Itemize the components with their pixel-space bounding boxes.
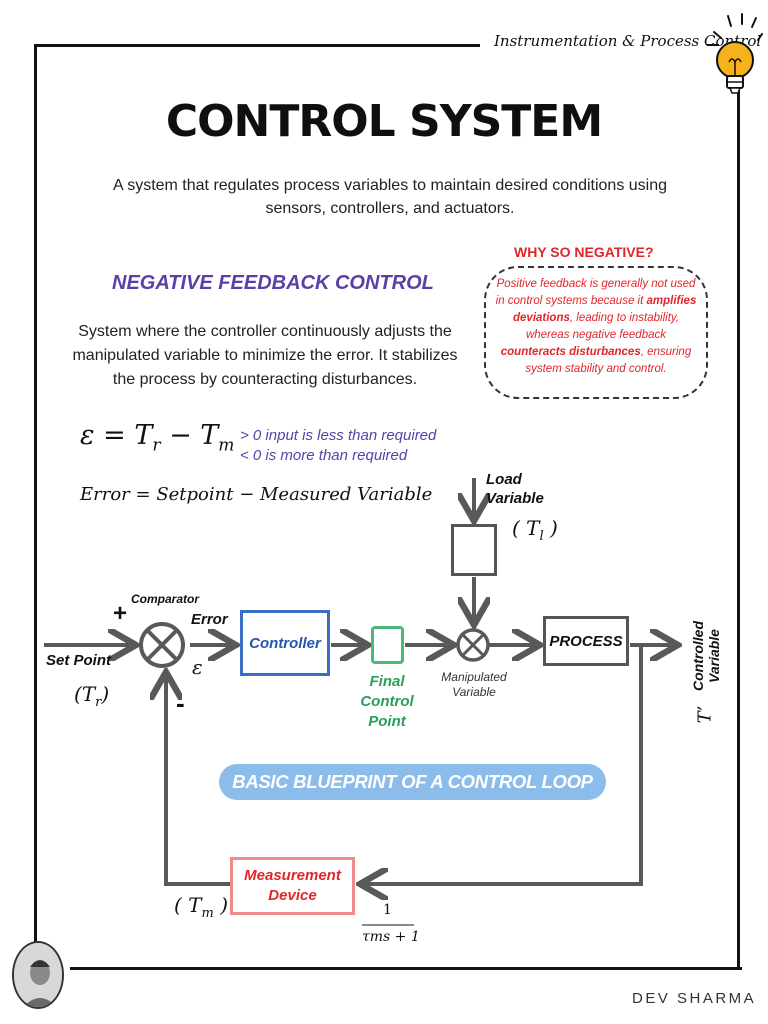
- feedback-path-left: [166, 676, 230, 886]
- load-symbol: T: [526, 516, 540, 540]
- minus-sign: -: [176, 688, 185, 718]
- frame-top: [34, 44, 480, 47]
- feedback-path-right: [364, 645, 643, 884]
- set-point-symbol: (Tr): [74, 682, 110, 710]
- negative-feedback-description: System where the controller continuously…: [72, 323, 458, 388]
- comparator-symbol: [139, 622, 185, 668]
- load-block: [451, 524, 497, 576]
- why-negative-box: Positive feedback is generally not used …: [484, 266, 708, 399]
- error-formula: Error = Setpoint − Measured Variable: [80, 484, 433, 505]
- process-block: PROCESS: [543, 616, 629, 666]
- eq-tr: T: [134, 420, 153, 451]
- plus-sign: +: [113, 600, 128, 627]
- tf-denominator: τms + 1: [362, 929, 420, 945]
- page-subtitle: A system that regulates process variable…: [112, 177, 668, 217]
- series-tag: Instrumentation & Process Control: [494, 32, 762, 50]
- controlled-variable-symbol: T’: [694, 705, 716, 724]
- error-symbol: ε: [192, 655, 203, 679]
- load-variable-symbol: ( Tl ): [512, 516, 558, 544]
- measured-variable-symbol: ( Tm ): [174, 893, 229, 921]
- eq-epsilon: ε: [80, 420, 95, 451]
- sp-symbol-sub: r: [95, 695, 102, 710]
- sp-symbol: T: [81, 682, 96, 706]
- error-label: Error: [191, 611, 228, 628]
- tf-numerator: 1: [383, 902, 392, 918]
- equation-notes: > 0 input is less than required < 0 is m…: [240, 426, 436, 466]
- set-point-label: Set Point: [46, 652, 112, 669]
- eq-tm-sub: m: [218, 435, 235, 456]
- page-title: CONTROL SYSTEM: [165, 96, 603, 147]
- error-equation: ε = Tr − Tm: [80, 420, 234, 455]
- why-text-1: Positive feedback is generally not used …: [495, 278, 696, 307]
- load-symbol-sub: l: [539, 529, 544, 544]
- frame-right: [737, 88, 740, 970]
- eq-minus: −: [169, 420, 192, 451]
- frame-bottom: [70, 967, 742, 970]
- comparator-label: Comparator: [131, 592, 200, 606]
- avatar-figure: [14, 943, 62, 1007]
- why-text-3: , ensuring system stability and control.: [525, 346, 692, 375]
- load-variable-label: Load Variable: [486, 471, 544, 507]
- summing-junction-symbol: [456, 628, 490, 662]
- why-negative-heading: WHY SO NEGATIVE?: [514, 244, 654, 260]
- author-name: DEV SHARMA: [632, 990, 757, 1007]
- frame-left: [34, 44, 37, 964]
- control-loop-banner: BASIC BLUEPRINT OF A CONTROL LOOP: [219, 764, 606, 800]
- controller-block: Controller: [240, 610, 330, 676]
- measurement-device-block: Measurement Device: [230, 857, 355, 915]
- final-control-point-block: [371, 626, 404, 664]
- lightbulb-icon: [713, 13, 763, 94]
- manipulated-variable-label: Manipulated Variable: [441, 670, 507, 699]
- controlled-variable-label: Controlled Variable: [690, 621, 722, 691]
- why-text-2: , leading to instability, whereas negati…: [525, 312, 679, 341]
- eq-equals: =: [103, 420, 126, 451]
- tag-connector: [707, 44, 719, 46]
- eq-tm: T: [200, 420, 219, 451]
- why-highlight-1: amplifies deviations: [513, 295, 697, 324]
- tm-symbol: T: [188, 893, 202, 917]
- note-positive: > 0 input is less than required: [240, 427, 437, 444]
- tm-symbol-sub: m: [201, 906, 214, 921]
- negative-feedback-heading: NEGATIVE FEEDBACK CONTROL: [112, 272, 434, 294]
- note-negative: < 0 is more than required: [240, 447, 408, 464]
- why-highlight-2: counteracts disturbances: [500, 346, 641, 358]
- measurement-device-label: Measurement Device: [244, 867, 341, 904]
- final-control-point-label: Final Control Point: [360, 673, 414, 730]
- eq-tr-sub: r: [152, 435, 161, 456]
- author-avatar: [12, 941, 64, 1009]
